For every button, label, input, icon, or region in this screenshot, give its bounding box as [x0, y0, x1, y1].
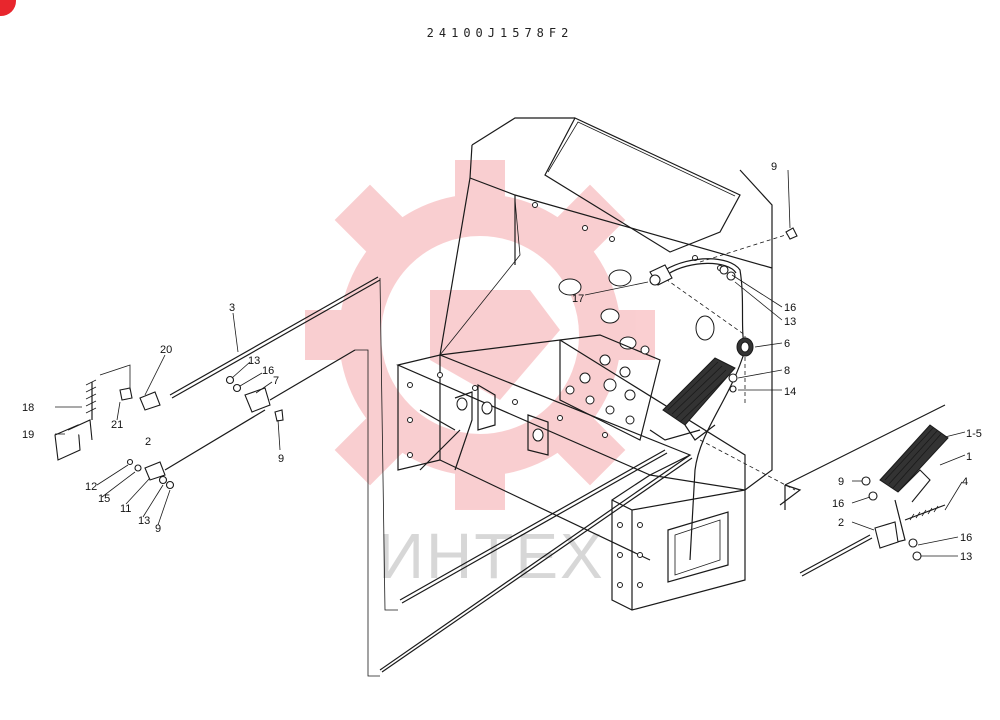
- callout-13-top: 13: [248, 355, 260, 367]
- callout-labels: 3 20 18 19 21 2 12 15 11 13 9 13 16 7 9 …: [22, 161, 982, 563]
- right-block: [611, 474, 746, 611]
- leader-lines: [55, 169, 966, 557]
- callout-18: 18: [22, 402, 34, 414]
- right-pedal-assembly: [784, 404, 949, 577]
- callout-13-right: 13: [960, 551, 972, 563]
- callout-19: 19: [22, 429, 34, 441]
- rods: [164, 231, 802, 677]
- callout-8: 8: [784, 365, 790, 377]
- frame-panel: [439, 117, 773, 491]
- callout-3: 3: [229, 302, 235, 314]
- left-small-parts: [54, 364, 284, 490]
- watermark-text: ИНТЕХ: [378, 520, 605, 592]
- callout-9-mid: 9: [278, 453, 284, 465]
- callout-21: 21: [111, 419, 123, 431]
- callout-16-mid: 16: [262, 365, 274, 377]
- callout-15: 15: [98, 493, 110, 505]
- callout-16-right-a: 16: [832, 498, 844, 510]
- callout-17: 17: [572, 293, 584, 305]
- watermark-gear-logo: [305, 160, 655, 510]
- center-pedal: [649, 357, 736, 441]
- cable: [649, 227, 798, 561]
- callout-6: 6: [784, 338, 790, 350]
- cross-member: [396, 354, 692, 561]
- callout-11: 11: [120, 503, 131, 515]
- callout-1-5: 1-5: [966, 428, 982, 440]
- callout-9-top: 9: [771, 161, 777, 173]
- callout-20: 20: [160, 344, 172, 356]
- callout-2-left: 2: [145, 436, 151, 448]
- callout-16-right-b: 16: [960, 532, 972, 544]
- callout-9-right: 9: [838, 476, 844, 488]
- callout-1: 1: [966, 451, 972, 463]
- callout-13-mid: 13: [784, 316, 796, 328]
- callout-13-low: 13: [138, 515, 150, 527]
- part-code: 24100J1578F2: [426, 26, 574, 40]
- callout-14: 14: [784, 386, 796, 398]
- callout-12: 12: [85, 481, 97, 493]
- callout-2-right: 2: [838, 517, 844, 529]
- callout-7: 7: [273, 375, 279, 387]
- callout-4: 4: [962, 476, 968, 488]
- callout-16-top: 16: [784, 302, 796, 314]
- callout-9-low: 9: [155, 523, 161, 535]
